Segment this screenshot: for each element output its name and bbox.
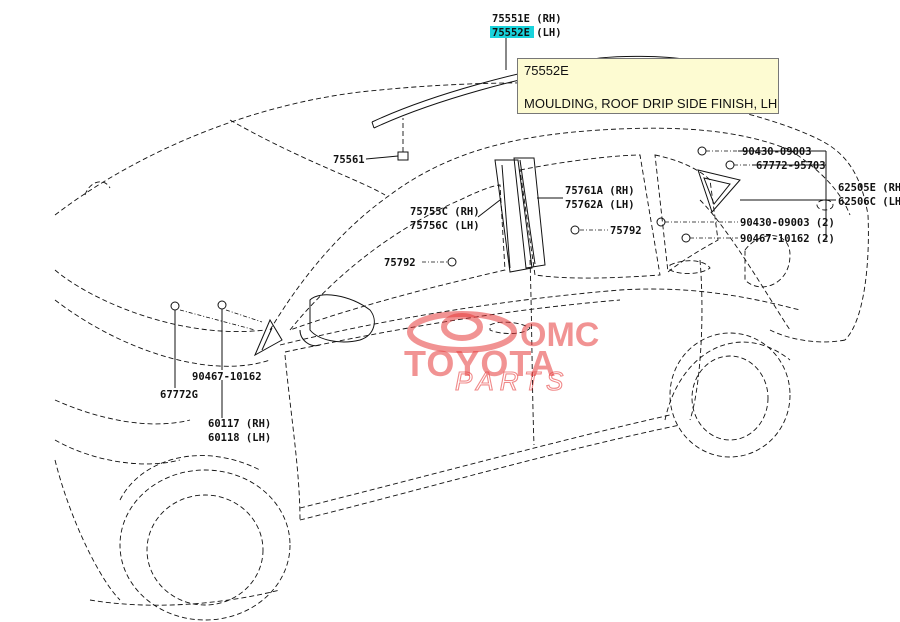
car-outline [54, 82, 869, 621]
toyota-logo-mark [407, 311, 517, 353]
label-highlight [490, 26, 534, 38]
label-60117[interactable]: 60117 (RH) [208, 418, 271, 430]
watermark: OMC TOYOTA PARTS [404, 311, 599, 397]
clip-75792-front [447, 257, 457, 267]
label-75792-rear[interactable]: 75792 [610, 225, 642, 237]
label-75551e[interactable]: 75551E (RH) [492, 13, 562, 25]
clip-67772g [170, 301, 180, 311]
label-90430-lower[interactable]: 90430-09003 (2) [740, 217, 835, 229]
label-60118[interactable]: 60118 (LH) [208, 432, 271, 444]
leader-lines [174, 38, 836, 418]
label-75762a[interactable]: 75762A (LH) [565, 199, 635, 211]
part-tooltip: 75552E MOULDING, ROOF DRIP SIDE FINISH, … [517, 58, 779, 114]
label-75552e[interactable]: 75552E (LH) [492, 27, 562, 39]
bolt-90467-front [217, 300, 227, 310]
label-90467-front[interactable]: 90467-10162 [192, 371, 262, 383]
watermark-line3: PARTS [455, 366, 569, 396]
label-75761a[interactable]: 75761A (RH) [565, 185, 635, 197]
label-67772[interactable]: 67772-95703 [756, 160, 826, 172]
clip-75792-rear [570, 225, 580, 235]
label-75561[interactable]: 75561 [333, 154, 365, 166]
label-75756c[interactable]: 75756C (LH) [410, 220, 480, 232]
label-75792-front[interactable]: 75792 [384, 257, 416, 269]
nut-90430-upper [697, 146, 707, 156]
label-62505e[interactable]: 62505E (RH) [838, 182, 900, 194]
bolt-90467-lower [681, 233, 691, 243]
nut-90430-lower [656, 217, 666, 227]
clip-67772-upper [725, 160, 735, 170]
watermark-line2: TOYOTA [404, 343, 557, 384]
watermark-line1: OMC [520, 316, 599, 354]
tooltip-part-number: 75552E [524, 63, 569, 78]
label-62506c[interactable]: 62506C (LH) [838, 196, 900, 208]
label-75755c[interactable]: 75755C (RH) [410, 206, 480, 218]
label-90467-lower[interactable]: 90467-10162 (2) [740, 233, 835, 245]
tooltip-description: MOULDING, ROOF DRIP SIDE FINISH, LH [524, 96, 778, 111]
label-67772g[interactable]: 67772G [160, 389, 198, 401]
clip-75561 [397, 118, 409, 161]
label-90430-upper[interactable]: 90430-09003 [742, 146, 812, 158]
